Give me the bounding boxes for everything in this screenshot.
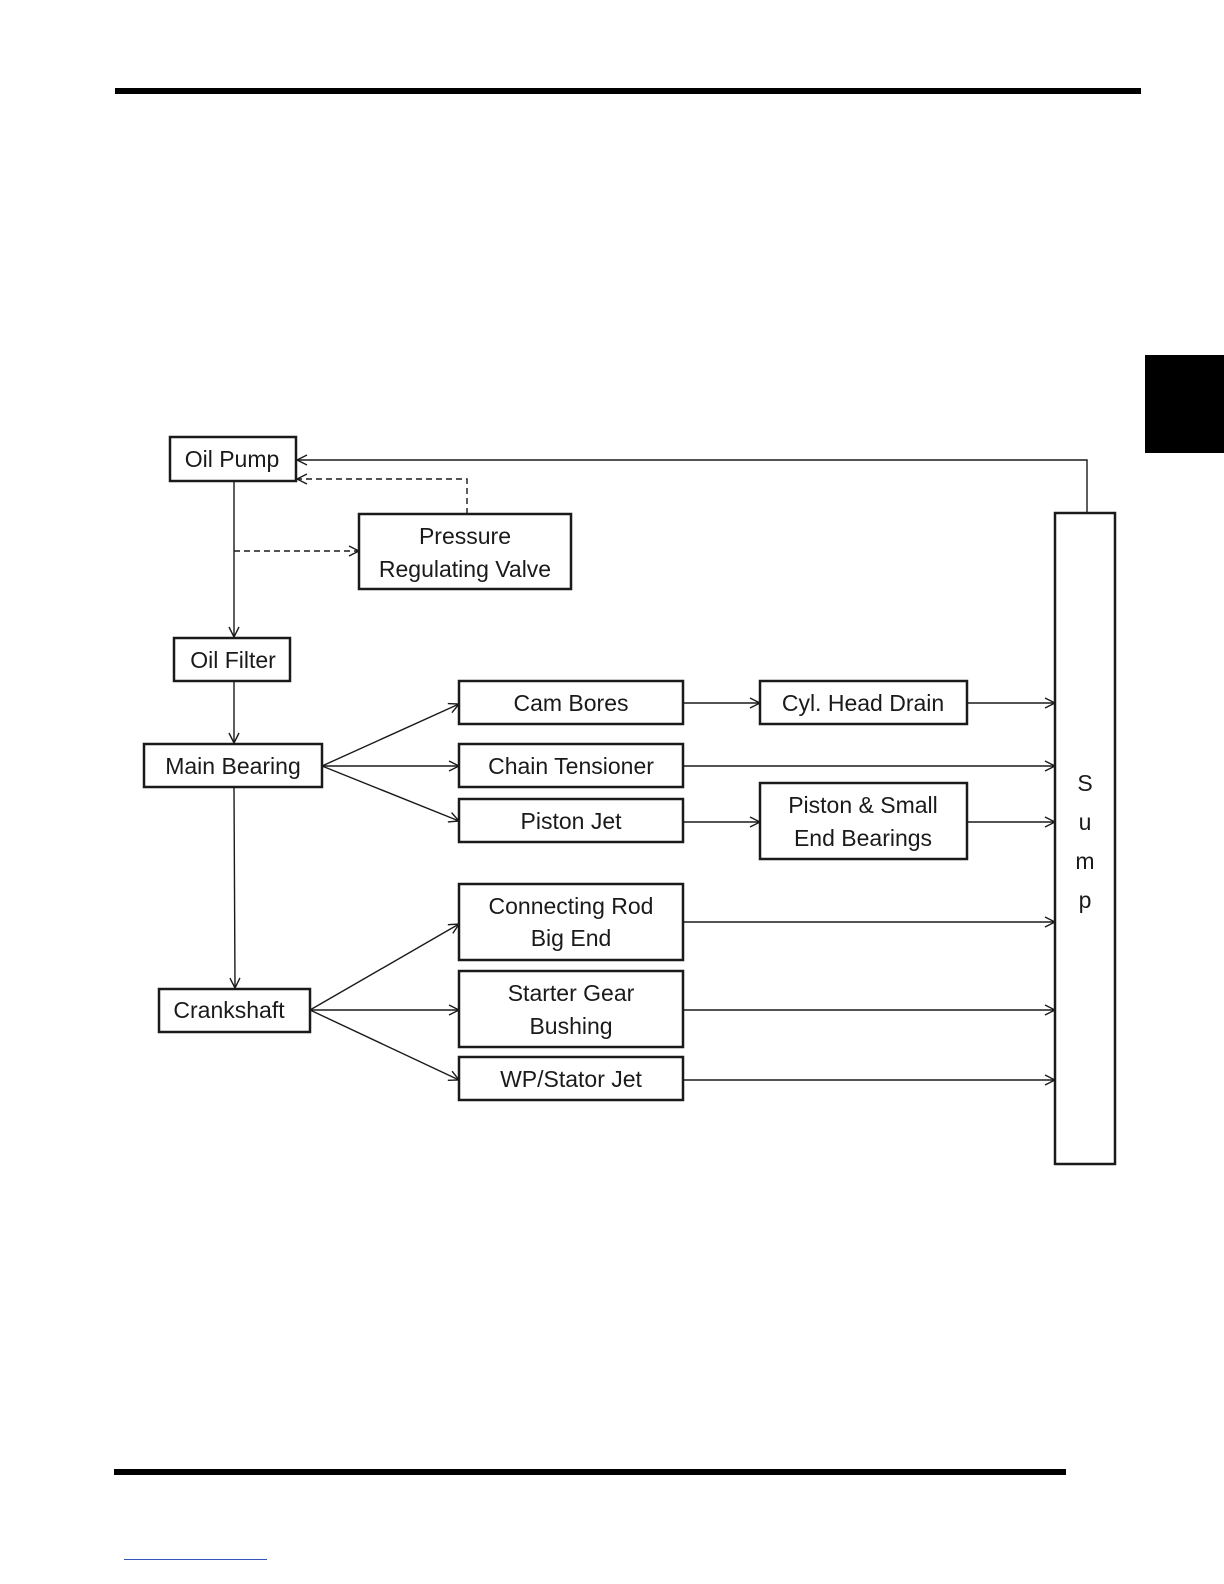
edge-crank-rod: [310, 924, 459, 1010]
node-label: WP/Stator Jet: [500, 1066, 642, 1092]
node-label-line-1: Piston & Small: [788, 792, 938, 818]
node-label: Cyl. Head Drain: [782, 690, 944, 716]
node-label: Oil Filter: [190, 647, 276, 673]
node-connecting-rod-big-end: Connecting Rod Big End: [459, 884, 683, 960]
node-piston-small-end-bearings: Piston & Small End Bearings: [760, 783, 967, 859]
node-oil-pump: Oil Pump: [170, 437, 296, 481]
edge-main-piston: [322, 766, 459, 821]
edge-main-crank: [234, 787, 235, 988]
sump-letter-p: p: [1079, 887, 1092, 913]
node-wp-stator-jet: WP/Stator Jet: [459, 1057, 683, 1100]
node-label: Oil Pump: [185, 446, 280, 472]
node-label-line-1: Connecting Rod: [489, 893, 654, 919]
node-sump: S u m p: [1055, 513, 1115, 1164]
edge-main-cam: [322, 704, 459, 766]
sump-letter-s: S: [1077, 770, 1092, 796]
sump-letter-u: u: [1079, 809, 1092, 835]
node-crankshaft: Crankshaft: [159, 989, 310, 1032]
edge-crank-wp: [310, 1010, 459, 1080]
node-label: Chain Tensioner: [488, 753, 654, 779]
footer-link-underline: [124, 1559, 267, 1560]
node-label-line-2: Big End: [531, 925, 612, 951]
edge-valve-pump: [297, 479, 467, 514]
node-label: Crankshaft: [173, 997, 285, 1023]
node-label: Main Bearing: [165, 753, 301, 779]
node-oil-filter: Oil Filter: [174, 638, 290, 681]
node-main-bearing: Main Bearing: [144, 744, 322, 787]
node-pressure-regulating-valve: Pressure Regulating Valve: [359, 514, 571, 589]
node-label-line-2: Bushing: [529, 1013, 612, 1039]
node-label-line-1: Pressure: [419, 523, 511, 549]
node-piston-jet: Piston Jet: [459, 799, 683, 842]
node-label: Piston Jet: [521, 808, 623, 834]
node-label-line-2: End Bearings: [794, 825, 932, 851]
edge-sump-pump: [297, 460, 1087, 513]
node-starter-gear-bushing: Starter Gear Bushing: [459, 971, 683, 1047]
node-cyl-head-drain: Cyl. Head Drain: [760, 681, 967, 724]
sump-letter-m: m: [1075, 848, 1094, 874]
node-label: Cam Bores: [513, 690, 628, 716]
footer-rule: [114, 1469, 1066, 1475]
node-label-line-1: Starter Gear: [508, 980, 635, 1006]
node-label-line-2: Regulating Valve: [379, 556, 551, 582]
node-chain-tensioner: Chain Tensioner: [459, 744, 683, 787]
node-cam-bores: Cam Bores: [459, 681, 683, 724]
